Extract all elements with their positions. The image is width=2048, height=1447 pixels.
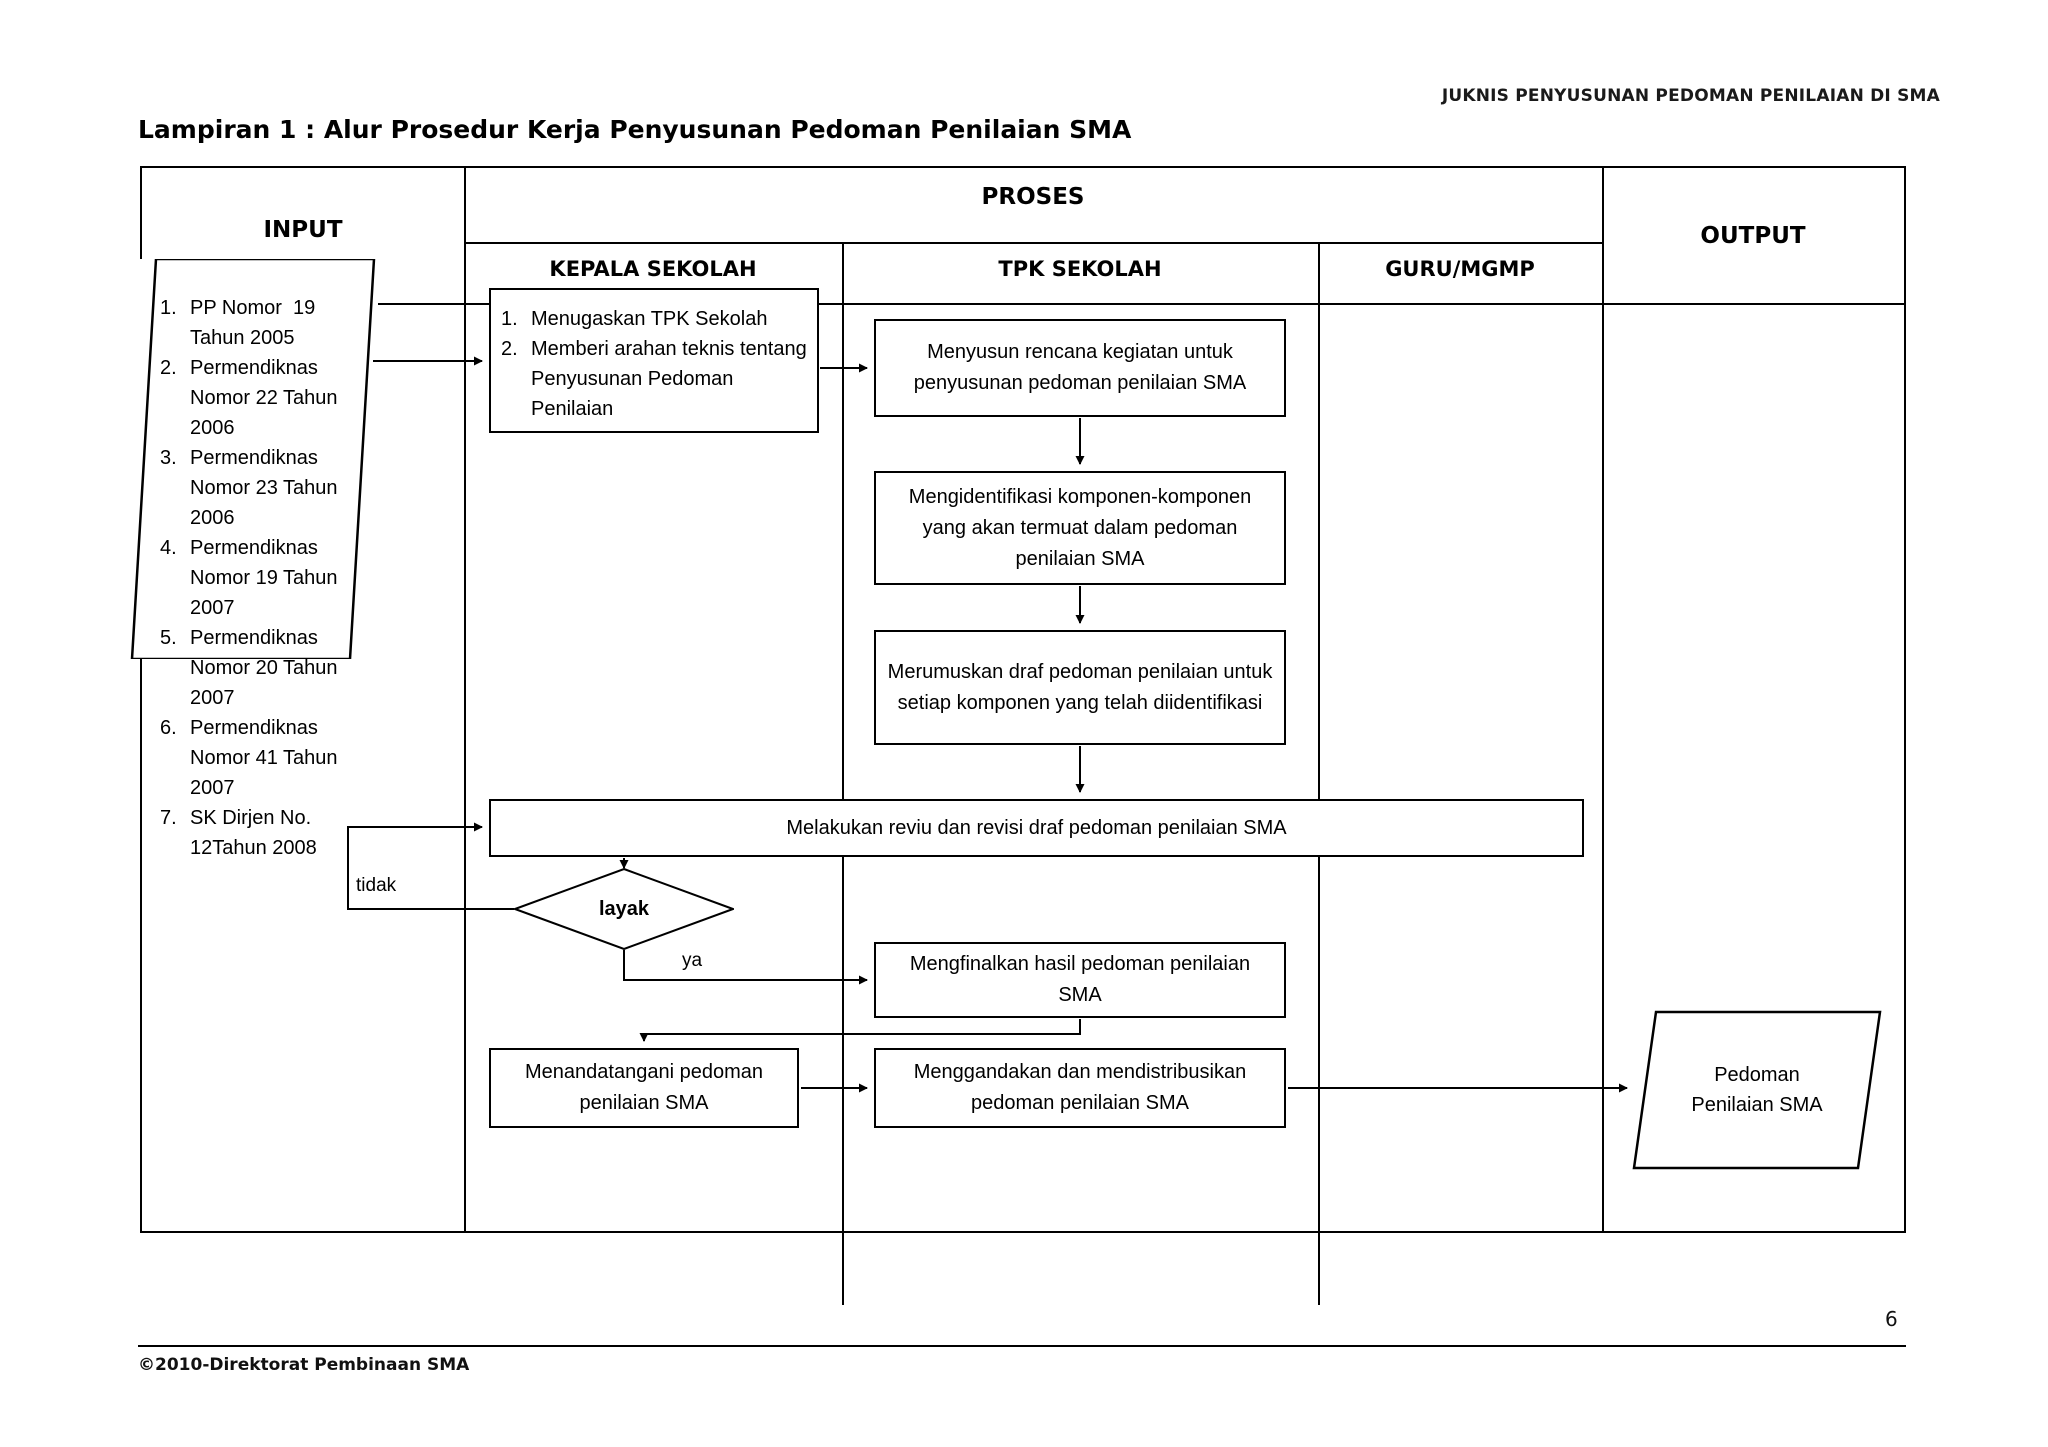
list-item: 5.Permendiknas Nomor 20 Tahun 2007 bbox=[160, 627, 344, 709]
column-header-tpk-sekolah: TPK SEKOLAH bbox=[998, 257, 1162, 281]
node-merumuskan-draf: Merumuskan draf pedoman penilaian untuk … bbox=[874, 630, 1286, 745]
node-menandatangani: Menandatangani pedoman penilaian SMA bbox=[489, 1048, 799, 1128]
header-divider-bottom bbox=[142, 303, 1904, 305]
column-divider-kepala bbox=[842, 242, 844, 1305]
input-documents-shape: 1.PP Nomor 19 Tahun 2005 2.Permendiknas … bbox=[128, 259, 378, 859]
page-title: Lampiran 1 : Alur Prosedur Kerja Penyusu… bbox=[138, 115, 1132, 144]
list-item: 2.Permendiknas Nomor 22 Tahun 2006 bbox=[160, 357, 344, 439]
column-divider-tpk bbox=[1318, 242, 1320, 1305]
column-header-kepala-sekolah: KEPALA SEKOLAH bbox=[549, 257, 757, 281]
kepala-sekolah-task-list: 1.Menugaskan TPK Sekolah 2.Memberi araha… bbox=[501, 304, 807, 424]
decision-label: layak bbox=[598, 897, 650, 920]
list-item: 2.Memberi arahan teknis tentang Penyusun… bbox=[501, 338, 813, 420]
header-divider-proses bbox=[464, 242, 1602, 244]
column-divider-output bbox=[1602, 168, 1604, 1231]
column-header-proses: PROSES bbox=[981, 184, 1085, 210]
column-header-input: INPUT bbox=[263, 217, 343, 243]
column-header-output: OUTPUT bbox=[1700, 223, 1806, 249]
node-mengfinalkan: Mengfinalkan hasil pedoman penilaian SMA bbox=[874, 942, 1286, 1018]
node-menugaskan-tpk: 1.Menugaskan TPK Sekolah 2.Memberi araha… bbox=[489, 288, 819, 433]
list-item: 7.SK Dirjen No. 12Tahun 2008 bbox=[160, 807, 317, 859]
document-header: JUKNIS PENYUSUNAN PEDOMAN PENILAIAN DI S… bbox=[1441, 86, 1940, 106]
flow-edges: tidak ya bbox=[142, 168, 1904, 1231]
output-label: Pedoman Penilaian SMA bbox=[1691, 1064, 1823, 1116]
column-divider-input bbox=[464, 168, 466, 1231]
list-item: 1.PP Nomor 19 Tahun 2005 bbox=[160, 297, 321, 349]
list-item: 1.Menugaskan TPK Sekolah bbox=[501, 308, 768, 330]
edge-label-tidak: tidak bbox=[356, 875, 397, 896]
footer-copyright: ©2010-Direktorat Pembinaan SMA bbox=[138, 1355, 470, 1375]
footer-divider bbox=[138, 1345, 1906, 1347]
node-menyusun-rencana: Menyusun rencana kegiatan untuk penyusun… bbox=[874, 319, 1286, 417]
node-menggandakan: Menggandakan dan mendistribusikan pedoma… bbox=[874, 1048, 1286, 1128]
decision-layak: layak bbox=[512, 867, 736, 951]
column-header-guru-mgmp: GURU/MGMP bbox=[1385, 257, 1535, 281]
list-item: 4.Permendiknas Nomor 19 Tahun 2007 bbox=[160, 537, 344, 619]
list-item: 3.Permendiknas Nomor 23 Tahun 2006 bbox=[160, 447, 344, 529]
flowchart-table: INPUT PROSES KEPALA SEKOLAH TPK SEKOLAH … bbox=[128, 166, 1906, 1305]
node-reviu-revisi: Melakukan reviu dan revisi draf pedoman … bbox=[489, 799, 1584, 857]
input-documents-list: 1.PP Nomor 19 Tahun 2005 2.Permendiknas … bbox=[160, 293, 356, 863]
edge-label-ya: ya bbox=[682, 950, 703, 971]
page-number: 6 bbox=[1885, 1307, 1898, 1331]
node-mengidentifikasi-komponen: Mengidentifikasi komponen-komponen yang … bbox=[874, 471, 1286, 585]
list-item: 6.Permendiknas Nomor 41 Tahun 2007 bbox=[160, 717, 344, 799]
output-pedoman-shape: Pedoman Penilaian SMA bbox=[1632, 1010, 1882, 1170]
